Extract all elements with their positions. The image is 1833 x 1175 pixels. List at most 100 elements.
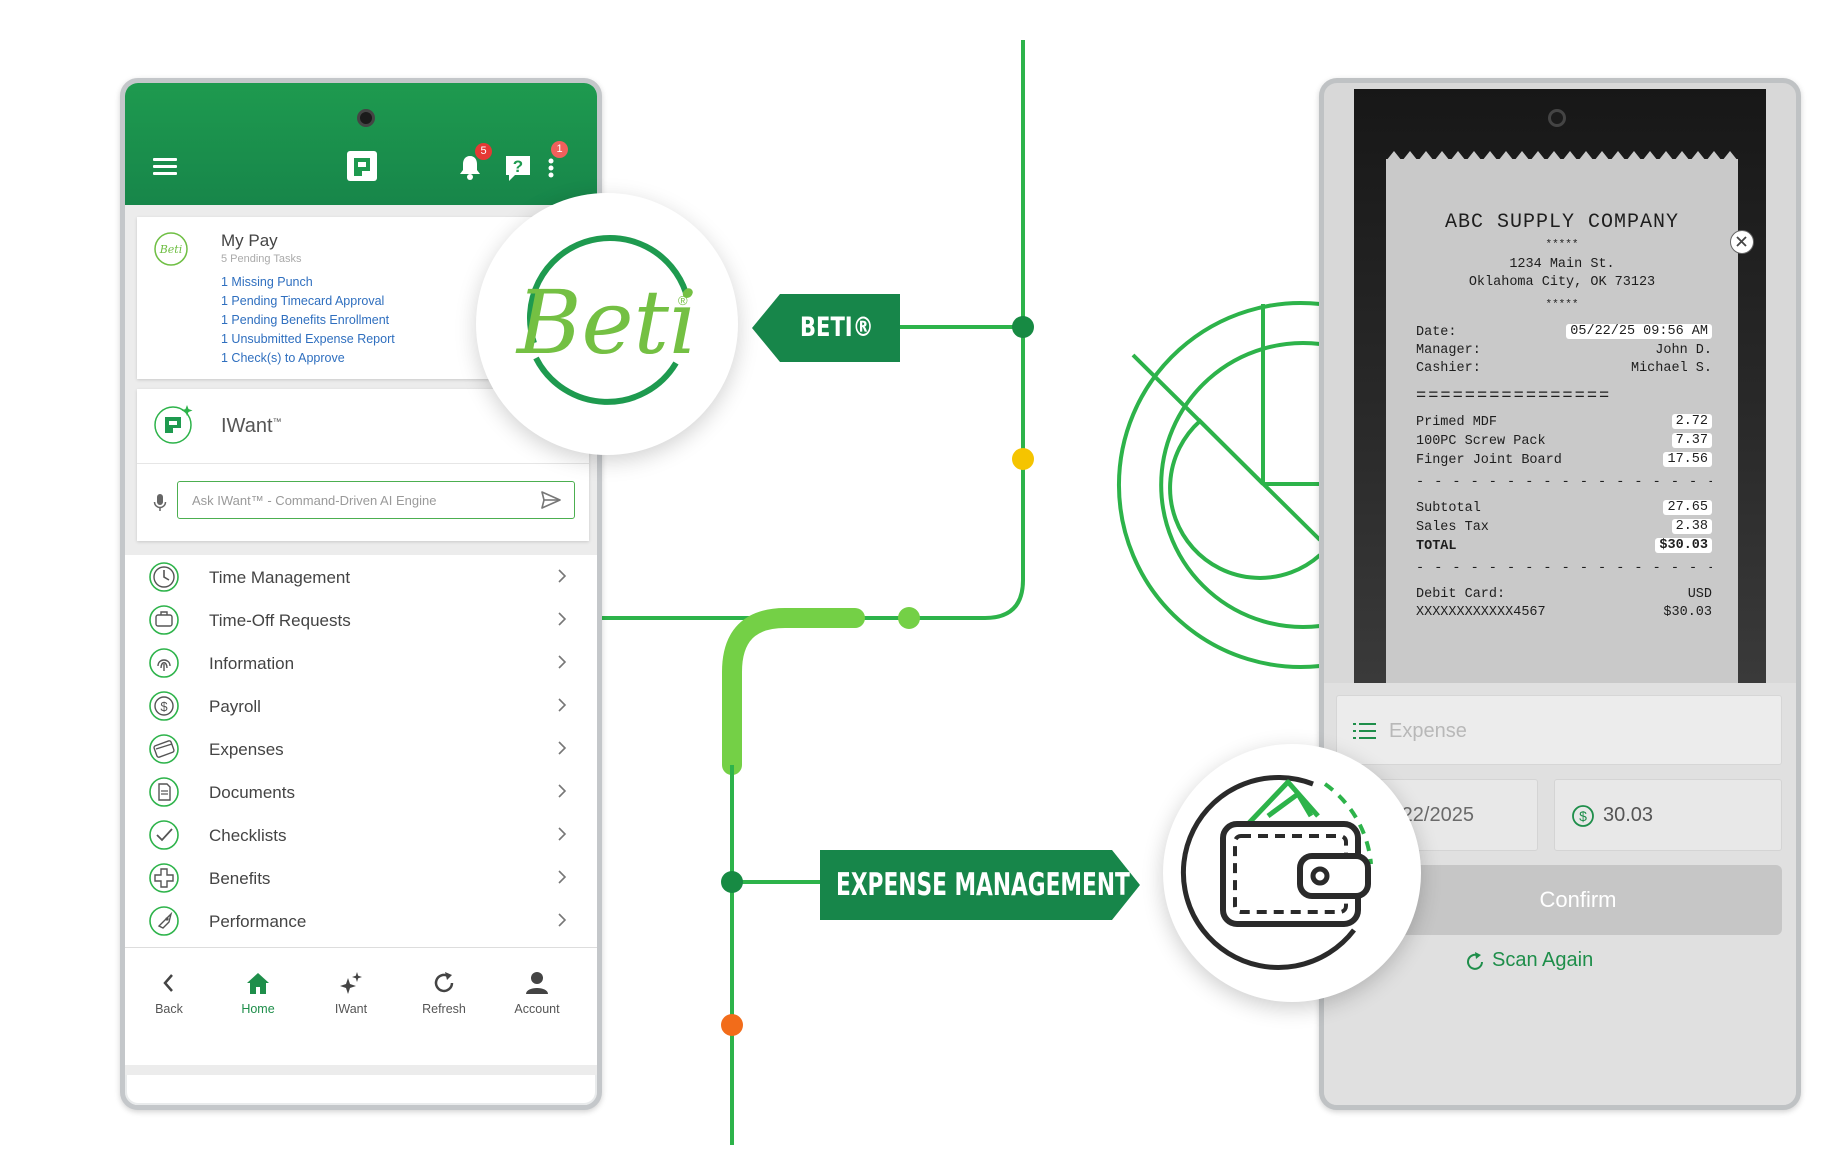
chevron-right-icon [558,698,567,712]
scanned-receipt: ABC SUPPLY COMPANY ***** 1234 Main St. O… [1386,159,1738,683]
sparkle-icon [340,972,362,994]
task-link[interactable]: 1 Pending Timecard Approval [221,294,385,308]
refresh-icon [434,972,454,993]
hamburger-icon[interactable] [153,158,177,176]
amount-field[interactable]: $ 30.03 [1554,779,1782,851]
fingerprint-icon [149,648,179,678]
svg-text:®: ® [678,293,688,308]
receipt-total-row: TOTAL$30.03 [1416,538,1712,557]
receipt-address-line: 1234 Main St. [1509,257,1615,272]
menu-item-information[interactable]: Information [125,641,597,684]
menu-item-label: Benefits [209,869,271,888]
svg-text:$: $ [1579,808,1587,824]
home-icon [247,973,269,994]
nav-iwant[interactable]: IWant [306,970,396,1018]
camera-icon [357,109,375,127]
chevron-right-icon [558,612,567,626]
menu-item-label: Payroll [209,697,261,716]
menu-item-benefits[interactable]: Benefits [125,856,597,899]
beti-logo: Beti ® [515,235,697,405]
beti-tag-label: BETI® [800,312,874,343]
iwant-search-input[interactable] [177,481,575,519]
bottom-nav: Back Home IWant Refresh Account [125,947,597,1065]
chevron-right-icon [558,913,567,927]
task-link[interactable]: 1 Missing Punch [221,275,313,289]
chevron-right-icon [558,741,567,755]
dollar-icon: $ [1572,805,1594,827]
rocket-icon [149,906,179,936]
beti-logo-text: Beti [515,271,697,374]
nav-label: Account [514,1002,560,1016]
nav-back[interactable]: Back [125,970,214,1018]
menu-item-expenses[interactable]: Expenses [125,727,597,770]
nav-label: Home [241,1002,275,1016]
menu-item-payroll[interactable]: $ Payroll [125,684,597,727]
amount-value: 30.03 [1603,804,1654,826]
receipt-manager-row: Manager:John D. [1416,343,1712,358]
menu-item-label: Checklists [209,826,287,845]
nav-refresh[interactable]: Refresh [399,970,489,1018]
beti-logo-badge: Beti ® [476,193,738,455]
receipt-card-row: Debit Card:USD [1416,587,1712,602]
node-dot-yellow [1012,448,1034,470]
scan-again-button[interactable]: Scan Again [1467,949,1593,972]
chevron-right-icon [558,569,567,583]
more-menu-button[interactable]: 1 [543,141,568,183]
camera-icon [1548,109,1566,127]
expense-management-tag: EXPENSE MANAGEMENT [820,850,1140,920]
expense-placeholder: Expense [1389,720,1467,742]
node-dot [721,871,743,893]
app-logo[interactable] [345,149,379,183]
iwant-logo-icon [154,405,193,444]
medical-cross-icon [149,863,179,893]
task-list: 1 Missing Punch 1 Pending Timecard Appro… [221,273,395,368]
suitcase-icon [149,605,179,635]
document-icon [149,777,179,807]
task-link[interactable]: 1 Check(s) to Approve [221,351,345,365]
beti-logo-small: Beti [154,232,188,266]
receipt-edge [1386,151,1738,161]
microphone-icon[interactable] [153,493,167,513]
iwant-title: IWant™ [221,415,282,437]
help-icon: ? [506,156,530,181]
beti-tag-shape [752,294,900,362]
menu-item-label: Documents [209,783,295,802]
node-dot-orange [721,1014,743,1036]
notifications-button[interactable]: 5 [457,143,492,183]
receipt-rule: - - - - - - - - - - - - - - - - - [1416,475,1712,490]
menu-item-performance[interactable]: Performance [125,899,597,942]
nav-account[interactable]: Account [492,970,582,1018]
notification-badge: 5 [475,143,492,160]
wallet-badge [1163,744,1421,1002]
nav-label: Back [155,1002,183,1016]
my-pay-title[interactable]: My Pay [221,231,278,250]
svg-text:Beti: Beti [159,243,183,256]
beti-tag: BETI® [752,294,900,362]
help-button[interactable]: ? [503,153,533,183]
close-button[interactable] [1730,230,1754,254]
send-icon[interactable] [541,491,561,509]
list-icon [1353,723,1376,739]
kebab-icon [548,158,554,178]
nav-label: Refresh [422,1002,466,1016]
node-dot [1012,316,1034,338]
app-header: 5 ? 1 [125,83,597,205]
task-link[interactable]: 1 Pending Benefits Enrollment [221,313,390,327]
node-dot-light [898,607,920,629]
expense-type-select[interactable]: Expense [1336,695,1782,765]
menu-item-checklists[interactable]: Checklists [125,813,597,856]
confirm-button[interactable]: Confirm [1374,865,1782,935]
menu-item-documents[interactable]: Documents [125,770,597,813]
menu-item-time-management[interactable]: Time Management [125,555,597,598]
svg-text:$: $ [160,699,168,714]
nav-home[interactable]: Home [213,970,303,1018]
connector-line-main [600,40,1025,620]
user-icon [526,972,548,994]
chevron-right-icon [558,784,567,798]
chevron-right-icon [558,870,567,884]
menu-item-time-off-requests[interactable]: Time-Off Requests [125,598,597,641]
task-link[interactable]: 1 Unsubmitted Expense Report [221,332,395,346]
